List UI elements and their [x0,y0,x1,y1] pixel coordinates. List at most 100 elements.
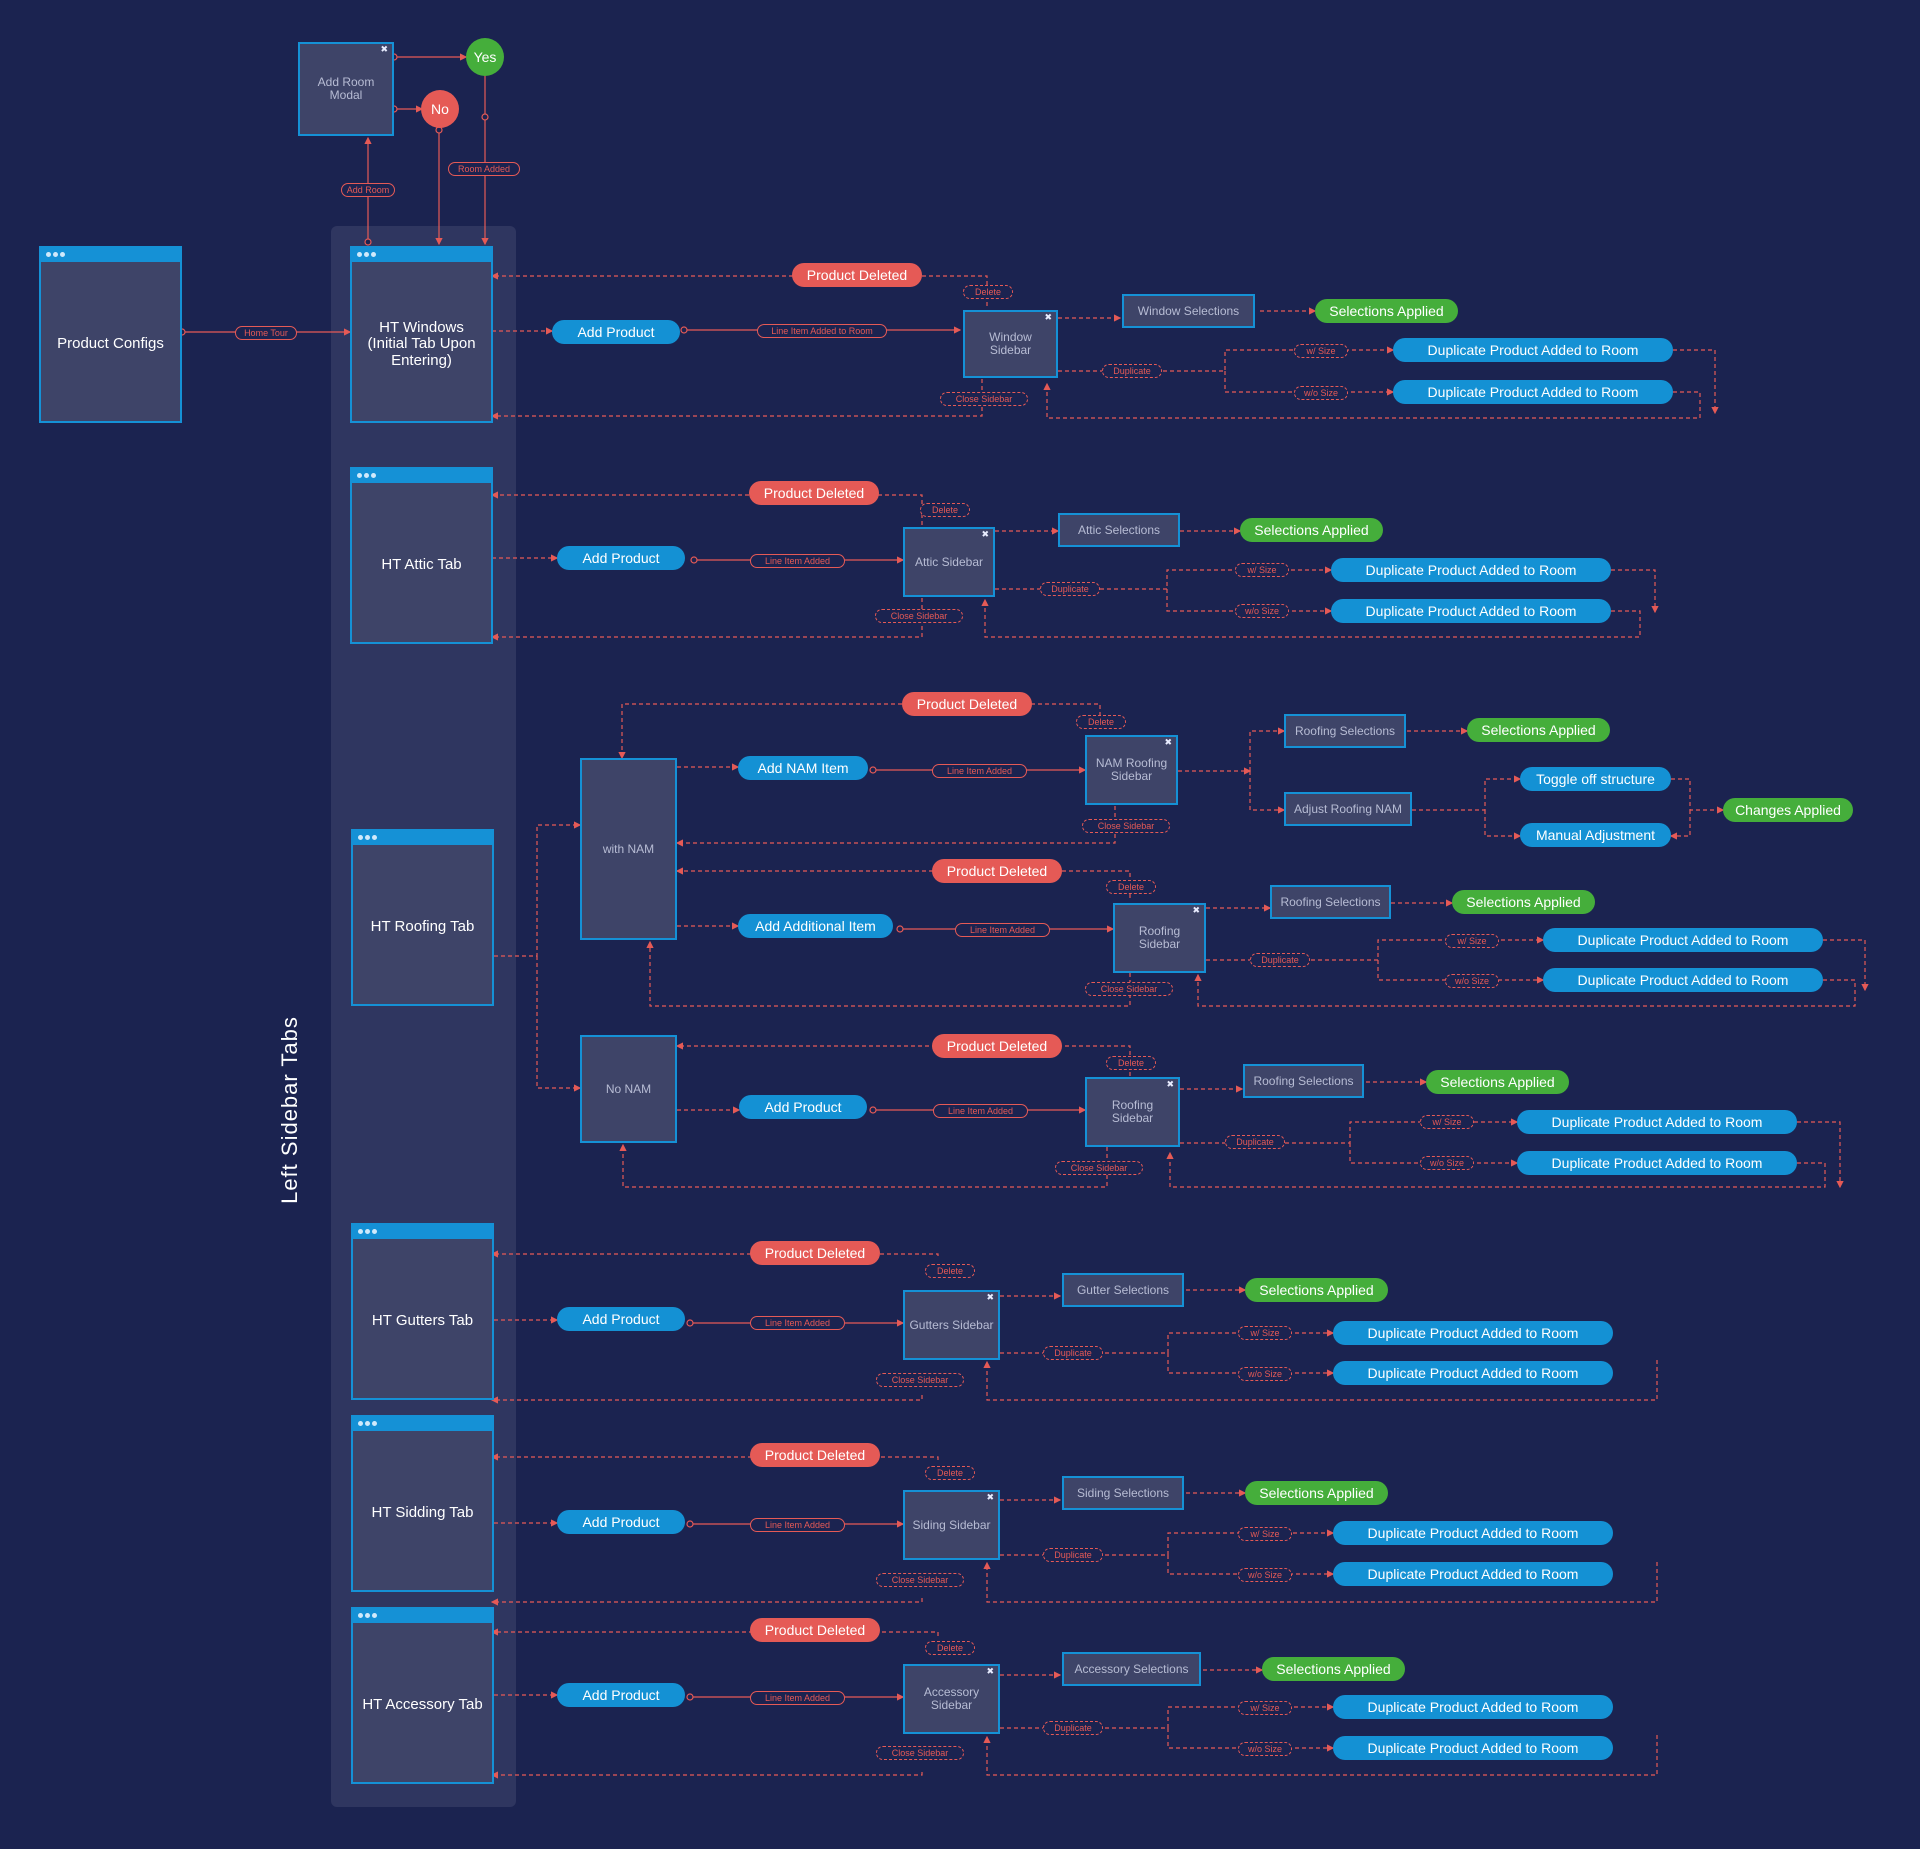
yes-node: Yes [466,38,504,76]
roofing-selections[interactable]: Roofing Selections [1270,885,1391,919]
wo-size-tag: w/o Size [1294,386,1348,400]
add-nam-item-button[interactable]: Add NAM Item [738,756,868,780]
manual-adjustment-button[interactable]: Manual Adjustment [1520,823,1671,847]
roofing-sidebar[interactable]: ✖ Roofing Sidebar [1113,903,1206,973]
ht-siding-tab-label: HT Sidding Tab [371,1504,474,1522]
ht-attic-tab[interactable]: HT Attic Tab [350,467,493,644]
roofing-selections[interactable]: Roofing Selections [1284,714,1406,748]
line-item-tag: Line Item Added [750,1316,845,1330]
ht-accessory-tab[interactable]: HT Accessory Tab [351,1607,494,1784]
toggle-off-structure-button[interactable]: Toggle off structure [1520,767,1671,791]
add-product-button[interactable]: Add Product [552,320,680,344]
siding-sidebar[interactable]: ✖ Siding Sidebar [903,1490,1000,1560]
delete-tag: Delete [963,285,1013,299]
roofing-sidebar[interactable]: ✖ Roofing Sidebar [1085,1077,1180,1147]
product-deleted-badge: Product Deleted [749,481,879,505]
close-icon[interactable]: ✖ [986,1292,994,1302]
no-nam-box[interactable]: No NAM [580,1035,677,1143]
with-nam-box[interactable]: with NAM [580,758,677,940]
delete-tag: Delete [1106,1056,1156,1070]
add-additional-item-button[interactable]: Add Additional Item [738,914,893,938]
duplicate-added-button[interactable]: Duplicate Product Added to Room [1517,1151,1797,1175]
wo-size-tag: w/o Size [1238,1742,1292,1756]
delete-tag: Delete [925,1466,975,1480]
duplicate-added-button[interactable]: Duplicate Product Added to Room [1393,380,1673,404]
close-icon[interactable]: ✖ [981,529,989,539]
close-sidebar-tag: Close Sidebar [1055,1161,1143,1175]
ht-accessory-tab-label: HT Accessory Tab [362,1696,483,1714]
add-product-button[interactable]: Add Product [557,1683,685,1707]
siding-selections[interactable]: Siding Selections [1062,1476,1184,1510]
duplicate-added-button[interactable]: Duplicate Product Added to Room [1331,558,1611,582]
w-size-tag: w/ Size [1420,1115,1474,1129]
duplicate-tag: Duplicate [1102,364,1162,378]
product-configs-window: Product Configs [39,246,182,423]
window-sidebar-label: Window Sidebar [989,330,1032,357]
duplicate-added-button[interactable]: Duplicate Product Added to Room [1393,338,1673,362]
ht-gutters-tab-label: HT Gutters Tab [371,1312,474,1330]
add-room-modal-label: Add Room Modal [317,75,375,102]
close-icon[interactable]: ✖ [1044,312,1052,322]
gutter-selections[interactable]: Gutter Selections [1062,1273,1184,1307]
window-selections[interactable]: Window Selections [1122,294,1255,328]
accessory-sidebar[interactable]: ✖ Accessory Sidebar [903,1664,1000,1734]
selections-applied-badge: Selections Applied [1426,1070,1569,1094]
duplicate-tag: Duplicate [1043,1721,1103,1735]
roofing-selections[interactable]: Roofing Selections [1243,1064,1364,1098]
ht-gutters-tab[interactable]: HT Gutters Tab [351,1223,494,1400]
ht-roofing-tab[interactable]: HT Roofing Tab [351,829,494,1006]
delete-tag: Delete [920,503,970,517]
roofing-sidebar-label: Roofing Sidebar [1111,1098,1154,1125]
close-icon[interactable]: ✖ [1166,1079,1174,1089]
duplicate-added-button[interactable]: Duplicate Product Added to Room [1333,1521,1613,1545]
adjust-roofing-nam[interactable]: Adjust Roofing NAM [1284,792,1412,826]
selections-applied-badge: Selections Applied [1262,1657,1405,1681]
line-item-tag: Line Item Added [955,923,1050,937]
selections-applied-badge: Selections Applied [1315,299,1458,323]
add-product-button[interactable]: Add Product [557,1510,685,1534]
duplicate-added-button[interactable]: Duplicate Product Added to Room [1333,1562,1613,1586]
gutters-sidebar[interactable]: ✖ Gutters Sidebar [903,1290,1000,1360]
duplicate-added-button[interactable]: Duplicate Product Added to Room [1331,599,1611,623]
add-product-button[interactable]: Add Product [739,1095,867,1119]
accessory-sidebar-label: Accessory Sidebar [923,1685,980,1712]
attic-sidebar[interactable]: ✖ Attic Sidebar [903,527,995,597]
home-tour-tag: Home Tour [235,326,297,340]
close-icon: ✖ [380,44,388,54]
duplicate-added-button[interactable]: Duplicate Product Added to Room [1333,1321,1613,1345]
duplicate-tag: Duplicate [1040,582,1100,596]
wo-size-tag: w/o Size [1238,1367,1292,1381]
w-size-tag: w/ Size [1238,1701,1292,1715]
attic-selections[interactable]: Attic Selections [1058,513,1180,547]
duplicate-added-button[interactable]: Duplicate Product Added to Room [1543,968,1823,992]
delete-tag: Delete [1106,880,1156,894]
nam-roofing-sidebar[interactable]: ✖ NAM Roofing Sidebar [1085,735,1178,805]
product-deleted-badge: Product Deleted [792,263,922,287]
window-sidebar[interactable]: ✖ Window Sidebar [963,310,1058,378]
duplicate-added-button[interactable]: Duplicate Product Added to Room [1333,1736,1613,1760]
product-deleted-badge: Product Deleted [932,859,1062,883]
w-size-tag: w/ Size [1238,1326,1292,1340]
close-icon[interactable]: ✖ [1192,905,1200,915]
add-product-button[interactable]: Add Product [557,1307,685,1331]
close-icon[interactable]: ✖ [986,1492,994,1502]
close-sidebar-tag: Close Sidebar [940,392,1028,406]
ht-attic-tab-label: HT Attic Tab [381,556,462,574]
siding-sidebar-label: Siding Sidebar [912,1517,991,1532]
product-deleted-badge: Product Deleted [932,1034,1062,1058]
close-icon[interactable]: ✖ [986,1666,994,1676]
duplicate-added-button[interactable]: Duplicate Product Added to Room [1333,1361,1613,1385]
add-product-button[interactable]: Add Product [557,546,685,570]
nam-roofing-sidebar-label: NAM Roofing Sidebar [1095,756,1168,783]
duplicate-added-button[interactable]: Duplicate Product Added to Room [1543,928,1823,952]
duplicate-tag: Duplicate [1043,1548,1103,1562]
line-item-tag: Line Item Added to Room [757,324,887,338]
duplicate-added-button[interactable]: Duplicate Product Added to Room [1517,1110,1797,1134]
close-icon[interactable]: ✖ [1164,737,1172,747]
duplicate-added-button[interactable]: Duplicate Product Added to Room [1333,1695,1613,1719]
ht-windows-tab[interactable]: HT Windows (Initial Tab Upon Entering) [350,246,493,423]
product-deleted-badge: Product Deleted [902,692,1032,716]
accessory-selections[interactable]: Accessory Selections [1062,1652,1201,1686]
close-sidebar-tag: Close Sidebar [1085,982,1173,996]
ht-siding-tab[interactable]: HT Sidding Tab [351,1415,494,1592]
